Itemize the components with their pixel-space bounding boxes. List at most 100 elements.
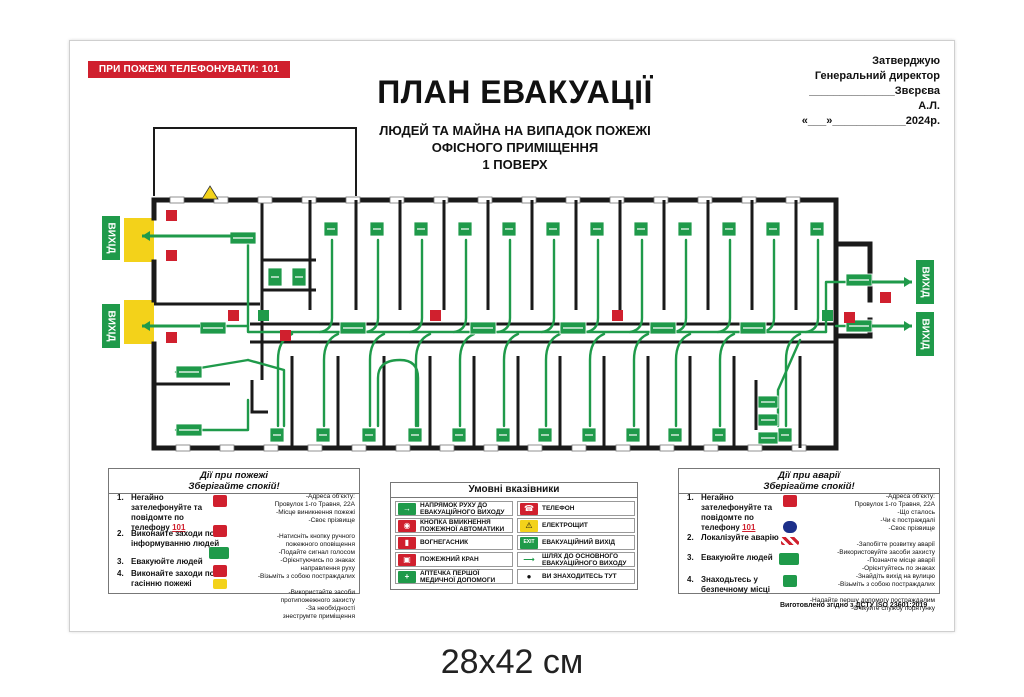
exit-direction-icon [779,553,799,565]
fire-actions-heading: Дії при пожежі Зберігайте спокій! [109,469,359,494]
electrical-warning-icon: ⚠ [520,519,538,532]
room-route [322,332,340,428]
note-line: Провулок 1-го Травня, 22А [854,501,935,508]
fire-steps: 1. Негайно зателефонуйте та повідомте по… [117,493,220,588]
legend-item-label: ТЕЛЕФОН [542,505,575,512]
window [345,196,361,204]
window [351,444,367,452]
room-route [540,238,556,334]
subtitle-line-2: ОФІСНОГО ПРИМІЩЕННЯ [431,140,599,155]
note-line: Провулок 1-го Травня, 22А [274,501,355,508]
window [439,444,455,452]
fire-heading-line-2: Зберігайте спокій! [188,481,280,492]
room-route [632,332,650,428]
exit-direction-icon [209,547,229,559]
alarm-button-icon [166,250,177,261]
window [527,444,543,452]
phone-icon: ☎ [520,502,538,515]
extinguisher-icon [213,565,227,577]
exit-sign-west-lower-label: ВИХІД [105,311,116,342]
exit-sign-icon: EXIT [520,536,538,549]
window [169,196,185,204]
room-route [368,332,386,428]
note-line: -За необхідності [305,605,355,612]
hazard-tape-icon [781,537,799,545]
legend-item: ● ВИ ЗНАХОДИТЕСЬ ТУТ [517,569,635,584]
legend-title: Умовні вказівники [391,483,637,498]
extinguisher-icon [430,310,441,321]
note-line: -Місце виникнення пожежі [276,509,355,516]
legend-item-label: АПТЕЧКА ПЕРШОЇ МЕДИЧНОЇ ДОПОМОГИ [420,569,496,584]
room-route [718,332,736,428]
approval-line-3: ______________Звєрєва А.Л. [809,85,940,112]
note-line [237,581,355,589]
approval-line-1: Затверджую [872,55,940,67]
approval-block: Затверджую Генеральний директор ________… [790,54,940,129]
accident-notes: -Адреса об'єкту:Провулок 1-го Травня, 22… [805,493,935,613]
loop-route [376,358,420,428]
accident-heading-line-2: Зберігайте спокій! [763,481,855,492]
note-line: -Орієнтуйтесь по знаках [861,565,935,572]
standard-note: Виготовлено згідно з ДСТУ ISO 23601:2019 [780,602,928,609]
stair-route [246,358,286,428]
room-route [804,238,820,334]
electrical-warning-icon [201,185,219,200]
note-line: направлення руху [300,565,355,572]
window [697,196,713,204]
small-room-wall [262,258,316,292]
accident-actions-heading: Дії при аварії Зберігайте спокій! [679,469,939,494]
accident-steps: 1. Негайно зателефонуйте та повідомте по… [687,493,779,594]
exit-arrowhead [142,321,150,331]
route-line-icon: ⟶ [520,553,538,566]
window [785,196,801,204]
room-route [674,332,692,428]
note-line: протипожежного захисту [280,597,355,604]
note-line: знеструмте приміщення [282,613,355,620]
extinguisher-icon [844,312,855,323]
window [175,444,191,452]
extinguisher-icon: ▮ [398,536,416,549]
lobby-wall [154,302,260,386]
plan-title: ПЛАН ЕВАКУАЦІЇ [377,74,653,110]
fire-hose-icon [280,330,291,341]
alarm-button-icon [166,332,177,343]
accident-heading-line-1: Дії при аварії [777,470,841,481]
alarm-button-icon [880,292,891,303]
note-line: -Що сталось [897,509,935,516]
size-caption: 28x42 см [440,643,584,681]
legend-item: ☎ ТЕЛЕФОН [517,501,635,516]
floor-plan-walls [124,127,873,452]
protective-equipment-icon [783,521,797,533]
direction-arrow-icon: → [398,502,416,515]
phone-icon [213,495,227,507]
legend-item-label: ВИ ЗНАХОДИТЕСЬ ТУТ [542,573,617,580]
plan-symbols [166,185,891,445]
window [741,196,757,204]
room-route [784,332,802,428]
room-route [496,238,512,334]
window [395,444,411,452]
exit-sign-west-lower [102,304,120,348]
plan-subtitle: ЛЮДЕЙ ТА МАЙНА НА ВИПАДОК ПОЖЕЖІ ОФІСНОГ… [350,122,680,173]
room-route [544,332,562,428]
fire-heading-line-1: Дії при пожежі [199,470,269,481]
exit-sign-east-lower-label: ВИХІД [919,319,930,350]
window [615,444,631,452]
legend-item: ⟶ШЛЯХ ДО ОСНОВНОГО ЕВАКУАЦІЙНОГО ВИХОДУ [517,552,635,567]
legend-item: ▣ПОЖЕЖНИЙ КРАН [395,552,513,567]
note-line: -Чи є постраждалі [880,517,935,524]
alarm-button-icon: ◉ [398,519,416,532]
note-line [237,525,355,533]
room-route [760,238,776,334]
you-are-here-icon: ● [520,570,538,583]
note-line: -Використовуйте засоби захисту [837,549,935,556]
legend-item: ⚠ЕЛЕКТРОЩИТ [517,518,635,533]
extinguisher-icon [612,310,623,321]
note-line: -Адреса об'єкту: [305,493,355,500]
note-line: -Позначте місце аварії [867,557,935,564]
legend-item-label: ЕВАКУАЦІЙНИЙ ВИХІД [542,539,615,546]
note-line: -Своє прізвище [888,525,935,532]
first-aid-icon [258,310,269,321]
window [747,444,763,452]
electrical-warning-icon [213,579,227,589]
